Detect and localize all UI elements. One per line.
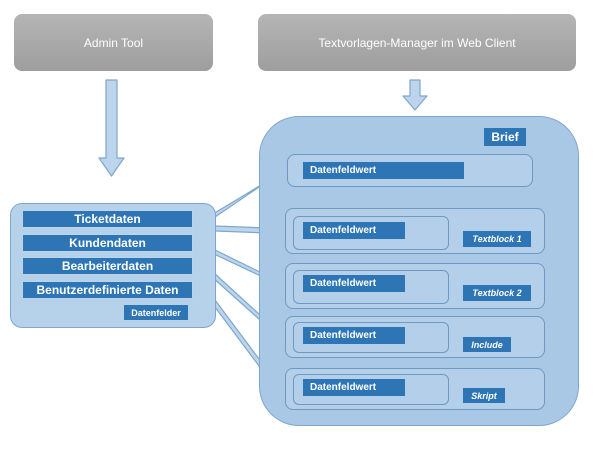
textvorlagen-manager-label: Textvorlagen-Manager im Web Client: [318, 35, 516, 50]
datenfeldwert-bar-5: Datenfeldwert: [303, 379, 405, 396]
brief-row-4-inner: [293, 322, 449, 353]
bearbeiterdaten-bar: Bearbeiterdaten: [22, 257, 193, 275]
include-tag: Include: [463, 337, 511, 352]
ticketdaten-bar: Ticketdaten: [22, 210, 193, 228]
skript-tag: Skript: [463, 388, 505, 403]
brief-row-5-inner: [293, 374, 449, 405]
textvorlagen-manager-box: Textvorlagen-Manager im Web Client: [258, 14, 576, 71]
datenfeldwert-bar-4: Datenfeldwert: [303, 327, 405, 344]
admin-tool-label: Admin Tool: [83, 35, 144, 50]
datenfelder-tag: Datenfelder: [124, 305, 188, 320]
datenfeldwert-bar-2: Datenfeldwert: [303, 222, 405, 239]
datenfeldwert-bar-3: Datenfeldwert: [303, 275, 405, 292]
textblock-2-tag: Textblock 2: [463, 285, 531, 301]
benutzerdefinierte-daten-bar: Benutzerdefinierte Daten: [22, 281, 193, 299]
brief-row-3-inner: [293, 270, 449, 304]
brief-row-2-inner: [293, 216, 449, 250]
kundendaten-bar: Kundendaten: [22, 234, 193, 252]
datenfeldwert-bar-1: Datenfeldwert: [303, 162, 464, 179]
down-arrow-textvorlagen: [402, 79, 428, 111]
admin-tool-box: Admin Tool: [14, 14, 213, 71]
down-arrow-admin: [98, 79, 125, 177]
textblock-1-tag: Textblock 1: [463, 231, 531, 247]
brief-label: Brief: [484, 128, 526, 146]
